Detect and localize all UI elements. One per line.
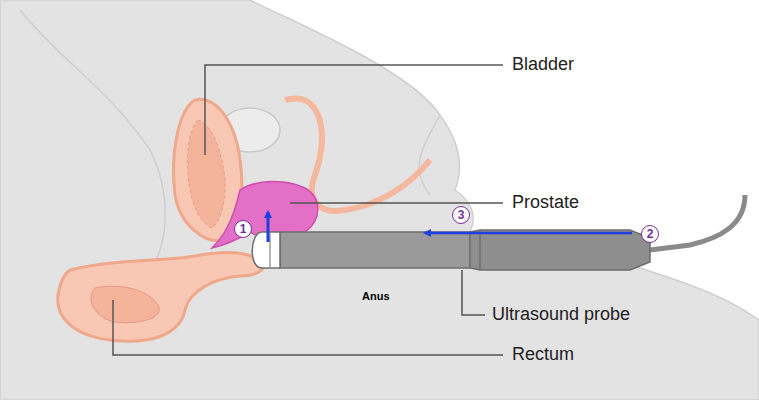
direction-arrow [267,212,270,242]
leader-line [205,65,503,155]
rectum-fold [91,286,159,322]
part-label: Bladder [512,54,574,75]
part-label: Ultrasound probe [492,304,630,325]
part-label: Anus [362,290,390,303]
rectum [58,252,264,341]
probe-cable [650,195,745,250]
probe-seam [479,230,481,270]
direction-arrow [425,232,632,235]
leader-line [462,270,485,315]
callout-number: 3 [452,206,470,224]
bladder-wall [187,120,225,228]
probe-tip-line [270,233,271,267]
body-contour [20,10,165,270]
part-label: Prostate [512,192,579,213]
callout-number: 2 [641,225,659,243]
probe-tip [252,232,280,268]
leader-line [290,202,503,204]
probe-handle [470,230,650,270]
body-contour [419,115,440,195]
leader-line [113,300,503,355]
callout-number: 1 [234,220,252,238]
probe-shaft [280,232,470,268]
part-label: Rectum [512,344,574,365]
